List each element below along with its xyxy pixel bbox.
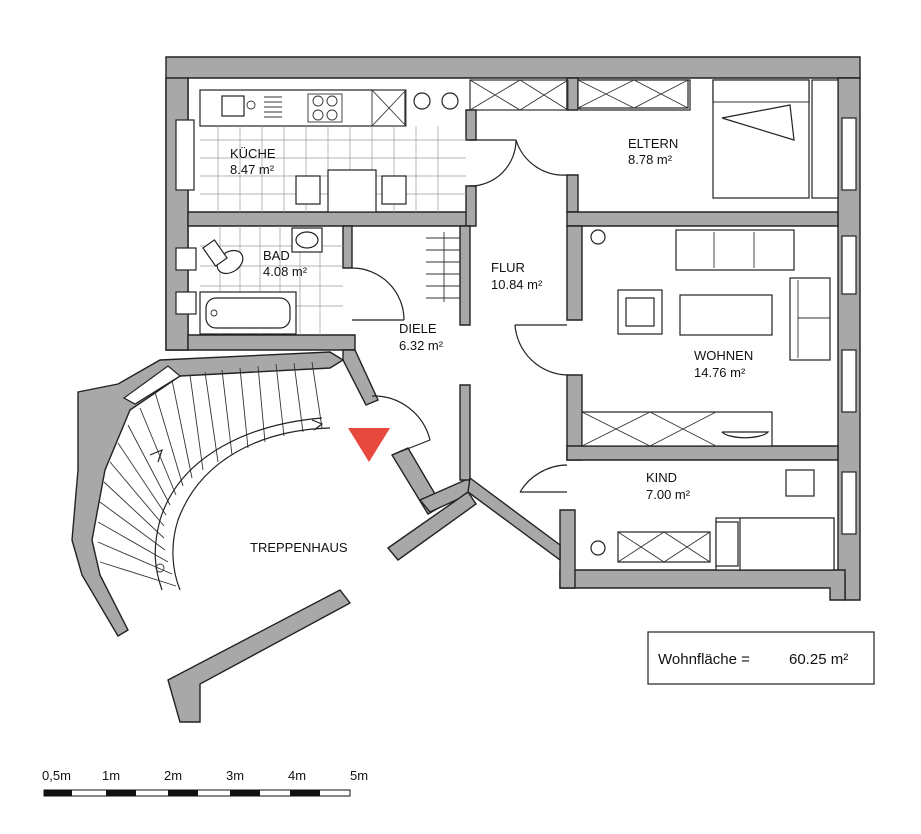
room-name-bad: BAD: [263, 248, 290, 263]
scale-label: 3m: [226, 768, 244, 783]
room-labels: KÜCHE 8.47 m² ELTERN 8.78 m² BAD 4.08 m²…: [230, 136, 753, 555]
room-area-kind: 7.00 m²: [646, 487, 691, 502]
room-area-wohnen: 14.76 m²: [694, 365, 746, 380]
total-area-box: Wohnfläche = 60.25 m²: [647, 631, 875, 685]
interior-walls: [167, 77, 839, 723]
total-area-label: Wohnfläche =: [658, 651, 750, 668]
room-name-kind: KIND: [646, 470, 677, 485]
kitchen: [199, 89, 517, 213]
scale-label: 4m: [288, 768, 306, 783]
room-name-eltern: ELTERN: [628, 136, 678, 151]
room-name-kueche: KÜCHE: [230, 146, 276, 161]
staircase: [71, 351, 345, 637]
bedroom-parents: [469, 79, 839, 199]
room-name-treppenhaus: TREPPENHAUS: [250, 540, 348, 555]
childroom: [590, 469, 835, 571]
living-room: [581, 229, 831, 447]
scale-label: 0,5m: [42, 768, 71, 783]
total-area-value: 60.25 m²: [789, 651, 848, 668]
room-name-flur: FLUR: [491, 260, 525, 275]
room-area-flur: 10.84 m²: [491, 277, 543, 292]
room-area-bad: 4.08 m²: [263, 264, 308, 279]
hallway: [371, 139, 568, 493]
room-area-diele: 6.32 m²: [399, 338, 444, 353]
room-area-eltern: 8.78 m²: [628, 152, 673, 167]
room-name-wohnen: WOHNEN: [694, 348, 753, 363]
room-name-diele: DIELE: [399, 321, 437, 336]
scale-label: 2m: [164, 768, 182, 783]
scale-bar: 0,5m 1m 2m 3m 4m 5m: [42, 768, 368, 797]
room-area-kueche: 8.47 m²: [230, 162, 275, 177]
scale-label: 1m: [102, 768, 120, 783]
bathroom: [199, 226, 405, 335]
scale-label: 5m: [350, 768, 368, 783]
entrance-marker: [348, 428, 390, 462]
